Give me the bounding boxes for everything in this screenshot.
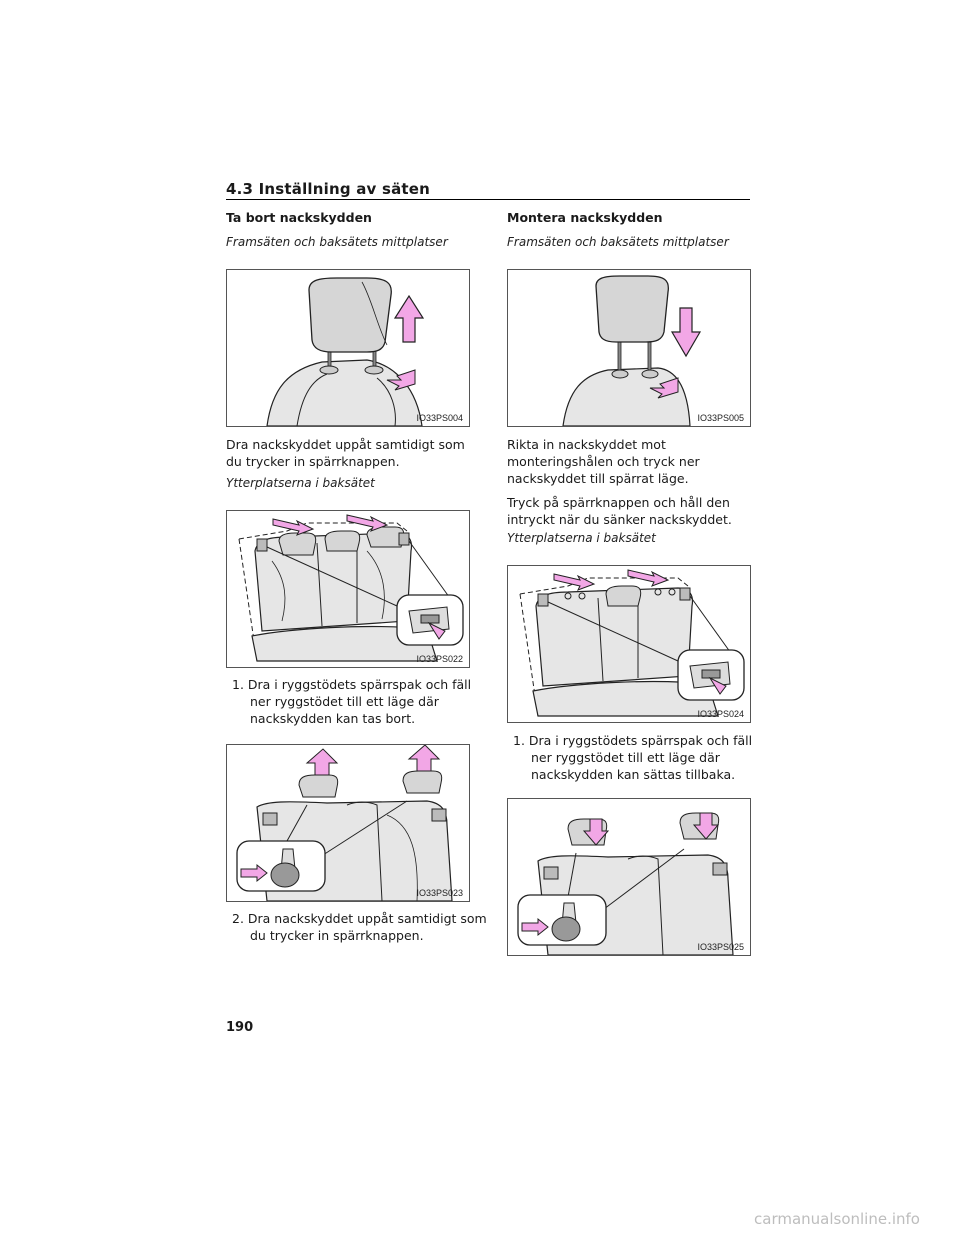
subheading-outer-seats: Ytterplatserna i baksätet	[226, 476, 375, 490]
press-arrow-icon	[386, 369, 416, 391]
paragraph-align-headrest: Rikta in nackskyddet mot monteringshålen…	[507, 437, 700, 486]
figure-code: IO33PS022	[416, 654, 463, 664]
watermark: carmanualsonline.info	[754, 1210, 920, 1228]
figure-install-front-headrest: IO33PS005	[507, 269, 751, 427]
figure-code: IO33PS005	[697, 413, 744, 423]
header-rule	[226, 199, 750, 200]
figure-remove-outer-headrest: IO33PS023	[226, 744, 470, 902]
step-2-pull-headrest: 2. Dra nackskyddet uppåt samtidigt som d…	[232, 911, 487, 943]
up-arrow-icon-2	[407, 745, 441, 772]
subheading-front-seats: Framsäten och baksätets mittplatser	[226, 235, 448, 249]
subheading-front-seats-right: Framsäten och baksätets mittplatser	[507, 235, 729, 249]
rear-seat-install-illustration	[519, 569, 745, 717]
down-arrow-icon-2	[692, 812, 720, 840]
figure-code: IO33PS023	[416, 888, 463, 898]
heading-install-headrests: Montera nackskydden	[507, 210, 663, 225]
figure-remove-front-headrest: IO33PS004	[226, 269, 470, 427]
step-1-fold-seat: 1. Dra i ryggstödets spärrspak och fäll …	[232, 677, 472, 726]
fold-arrow-icon-2	[346, 514, 389, 532]
press-arrow-icon	[521, 917, 549, 937]
pull-arrow-icon	[427, 621, 446, 640]
press-arrow-icon	[240, 863, 268, 883]
outer-headrest-illustration	[236, 745, 453, 901]
paragraph-hold-button: Tryck på spärrknappen och håll den intry…	[507, 495, 732, 527]
up-arrow-icon	[305, 748, 339, 776]
press-arrow-icon	[649, 377, 679, 399]
outer-headrest-install-illustration	[517, 812, 734, 955]
rear-seat-illustration	[238, 514, 464, 662]
figure-fold-rear-seat: IO33PS022	[226, 510, 470, 668]
down-arrow-icon	[582, 818, 610, 846]
front-headrest-install-illustration	[562, 275, 702, 426]
paragraph-pull-headrest: Dra nackskyddet uppåt samtidigt som du t…	[226, 437, 465, 469]
down-arrow-icon	[670, 307, 702, 358]
subheading-outer-seats-right: Ytterplatserna i baksätet	[507, 531, 656, 545]
page-number: 190	[226, 1020, 254, 1035]
figure-code: IO33PS004	[416, 413, 463, 423]
section-title: 4.3 Inställning av säten	[226, 180, 431, 198]
heading-remove-headrests: Ta bort nackskydden	[226, 210, 372, 225]
step-1-fold-seat-right: 1. Dra i ryggstödets spärrspak och fäll …	[513, 733, 753, 782]
fold-arrow-icon-2	[627, 569, 670, 587]
front-headrest-illustration	[266, 277, 425, 426]
fold-arrow-icon	[272, 518, 315, 536]
figure-install-outer-headrest: IO33PS025	[507, 798, 751, 956]
up-arrow-icon	[393, 294, 425, 343]
figure-code: IO33PS024	[697, 709, 744, 719]
fold-arrow-icon	[553, 573, 596, 591]
pull-arrow-icon	[708, 676, 727, 695]
figure-code: IO33PS025	[697, 942, 744, 952]
figure-fold-rear-seat-right: IO33PS024	[507, 565, 751, 723]
